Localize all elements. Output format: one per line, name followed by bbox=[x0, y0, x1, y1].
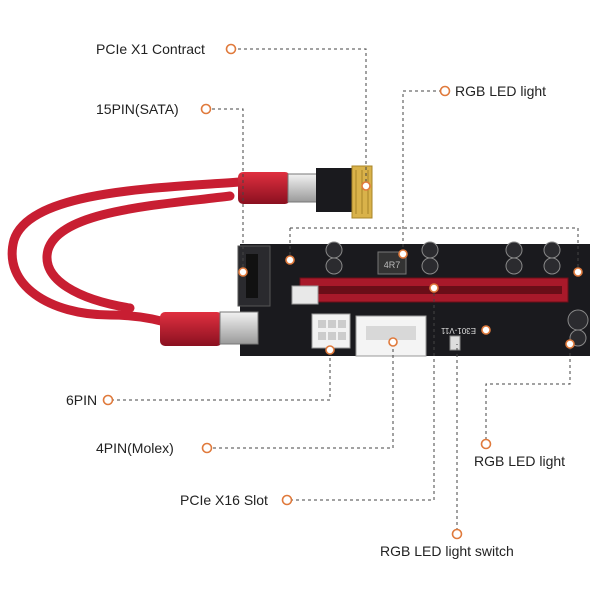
marker-sata bbox=[200, 103, 212, 115]
usb-plug-top bbox=[238, 172, 319, 204]
marker-circles bbox=[102, 43, 583, 540]
label-rgb-led-switch: RGB LED light switch bbox=[380, 543, 514, 559]
marker-6pin bbox=[102, 394, 114, 406]
marker-rgb-switch bbox=[451, 528, 463, 540]
marker-rgb-top bbox=[439, 85, 451, 97]
marker-pcie-x1 bbox=[225, 43, 237, 55]
marker-rgb-right bbox=[480, 438, 492, 450]
inductor-code: 4R7 bbox=[384, 260, 401, 270]
pcie-x1-adapter bbox=[316, 165, 373, 219]
label-pcie-x16: PCIe X16 Slot bbox=[180, 492, 268, 508]
leader-lines bbox=[111, 48, 579, 531]
marker-molex bbox=[201, 442, 213, 454]
usb-cable bbox=[7, 177, 245, 330]
label-pcie-x1: PCIe X1 Contract bbox=[96, 41, 205, 57]
marker-pcie-x16 bbox=[281, 494, 293, 506]
label-rgb-led-right: RGB LED light bbox=[474, 453, 566, 469]
label-molex-4pin: 4PIN(Molex) bbox=[96, 440, 174, 456]
board-code: E301-V11 bbox=[440, 326, 476, 335]
usb-plug-bottom bbox=[160, 311, 259, 346]
label-rgb-led-top: RGB LED light bbox=[455, 83, 547, 99]
label-sata-15pin: 15PIN(SATA) bbox=[96, 101, 179, 117]
label-6pin: 6PIN bbox=[66, 392, 98, 408]
